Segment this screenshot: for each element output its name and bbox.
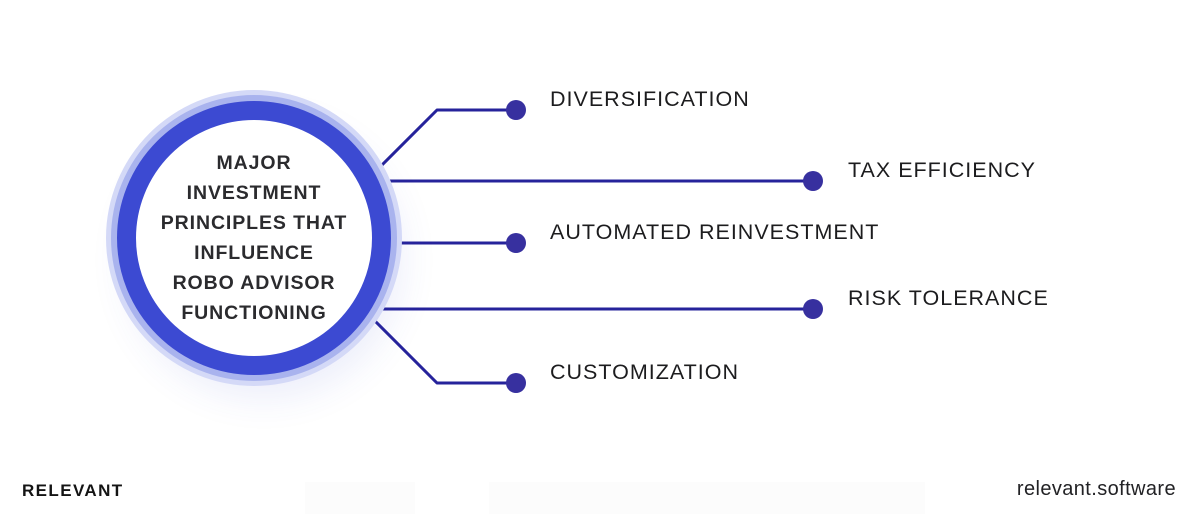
branch-label-automated-reinvestment: AUTOMATED REINVESTMENT — [550, 220, 880, 244]
hub-title: MAJOR INVESTMENT PRINCIPLES THAT INFLUEN… — [160, 152, 348, 324]
brand-logo-text: RELEVANT — [22, 481, 124, 500]
hub-circle: MAJOR INVESTMENT PRINCIPLES THAT INFLUEN… — [117, 101, 391, 375]
branch-label-diversification: DIVERSIFICATION — [550, 87, 750, 111]
connector-diversification — [373, 108, 516, 174]
endpoint-dot-automated-reinvestment — [506, 233, 526, 253]
endpoint-dot-diversification — [506, 100, 526, 120]
branch-label-tax-efficiency: TAX EFFICIENCY — [848, 158, 1037, 182]
endpoint-dot-risk-tolerance — [803, 299, 823, 319]
branch-label-customization: CUSTOMIZATION — [550, 360, 739, 384]
website-url: relevant.software — [1016, 478, 1176, 500]
branch-label-risk-tolerance: RISK TOLERANCE — [848, 286, 1049, 310]
endpoint-dot-customization — [506, 373, 526, 393]
connector-customization — [369, 315, 516, 385]
endpoint-dot-tax-efficiency — [803, 171, 823, 191]
